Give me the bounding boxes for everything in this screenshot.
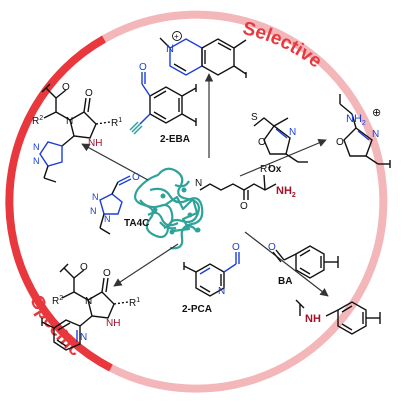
ta4c-label: TA4C (124, 218, 149, 229)
pca-product-o1: O (80, 262, 88, 273)
selective-label: Selective (241, 18, 326, 72)
oxazoline-charge: ⊕ (372, 107, 381, 119)
pca-product-n2: N (80, 332, 87, 343)
isoquinolinium-n: N (166, 43, 174, 55)
oxazoline-o: O (336, 137, 344, 148)
ba-o: O (268, 242, 276, 253)
eba-o: O (139, 62, 147, 73)
isoquinolinium-charge: + (174, 32, 179, 41)
n-terminal-residue (199, 174, 277, 200)
arrow-to-ta-product (81, 143, 149, 181)
amine-nh: NH (305, 313, 321, 325)
ox-s: S (251, 112, 258, 123)
isoquinolinium-product (159, 37, 247, 78)
pca-o: O (232, 242, 240, 253)
pca-product-nh: NH (106, 318, 120, 329)
oxazoline-nh2: NH2 (346, 113, 366, 127)
center-n-label: N (195, 178, 202, 189)
ox-o: O (258, 137, 266, 148)
pca-reagent (183, 252, 240, 297)
ring-selective-arc (102, 10, 388, 393)
pca-product-r1: R1 (129, 297, 140, 309)
eba-reagent (129, 72, 197, 135)
arrow-to-oxazoline (239, 139, 327, 177)
ta-product-n3: N (33, 142, 40, 152)
isoquinolinium-charge-circle (172, 31, 182, 41)
arrow-to-amine (244, 231, 329, 297)
pca-product-n1: N (85, 296, 92, 307)
ta4c-n3: N (104, 214, 111, 224)
ta-product-o2: O (85, 88, 93, 99)
pca-product-o2: O (103, 268, 111, 279)
oxazoline-product (339, 94, 391, 168)
eba-label: 2-EBA (160, 134, 190, 145)
ta-product-n1: N (66, 116, 73, 127)
pca-product (41, 263, 129, 351)
ring-specific-arc (5, 35, 113, 372)
ta4c-n2: N (90, 206, 97, 216)
ta-product-nh: NH (88, 138, 102, 149)
ox-reagent (253, 117, 308, 163)
protein-dots (152, 187, 201, 235)
ba-reagent (272, 245, 339, 279)
ba-label: BA (278, 276, 292, 287)
outer-ring (5, 10, 388, 393)
pca-product-r2: R2 (52, 295, 63, 307)
ta-product-n4: N (33, 156, 40, 166)
pca-label: 2-PCA (182, 304, 212, 315)
center-nh2-label: NH2 (276, 185, 296, 199)
ta-product (39, 83, 111, 183)
ta4c-reagent (99, 175, 132, 235)
reaction-arrows (81, 73, 329, 297)
center-r1-label: R1 (260, 163, 271, 175)
ta4c-n1: N (92, 192, 99, 202)
ta-product-r2: R2 (32, 115, 43, 127)
oxazoline-n: N (372, 129, 379, 140)
ox-n: N (289, 127, 296, 138)
ta4c-o: O (132, 172, 140, 183)
ta-product-o1: O (62, 82, 70, 93)
arrow-to-pca-product (113, 243, 179, 287)
ox-label: Ox (268, 164, 282, 175)
amine-product (295, 299, 381, 335)
center-o-label: O (240, 201, 248, 212)
protein-structure (134, 167, 204, 250)
ta-product-r1: R1 (111, 117, 122, 129)
pca-n: N (218, 286, 225, 297)
